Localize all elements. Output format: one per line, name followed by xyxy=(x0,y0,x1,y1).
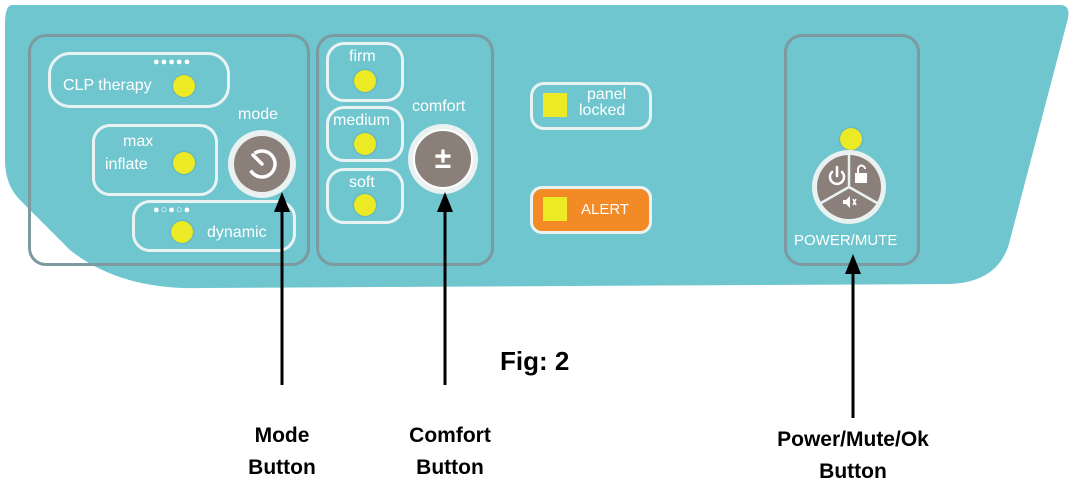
clp-therapy-led xyxy=(173,75,195,97)
power-arrow xyxy=(845,254,861,418)
clp-therapy-indicator: ●●●●● CLP therapy xyxy=(48,52,230,108)
panel-locked-label-line2: locked xyxy=(579,102,626,119)
power-status-led xyxy=(840,128,862,150)
comfort-caption-line1: Comfort xyxy=(409,424,491,447)
dynamic-indicator: ●○●○● dynamic xyxy=(132,200,296,252)
alert-led xyxy=(543,197,567,221)
comfort-group-frame xyxy=(316,34,494,266)
panel-locked-led xyxy=(543,93,567,117)
firm-led xyxy=(354,70,376,92)
max-inflate-indicator: max inflate xyxy=(92,124,218,196)
timer-icon xyxy=(247,149,277,179)
panel-locked-indicator: panel locked xyxy=(530,82,652,130)
mode-button-caption: Mode Button xyxy=(212,420,352,484)
comfort-button-caption: Comfort Button xyxy=(380,420,520,484)
dynamic-label: dynamic xyxy=(207,224,267,241)
power-lock-mute-icon xyxy=(817,155,881,219)
max-inflate-label-line1: max xyxy=(123,133,154,150)
firm-indicator: firm xyxy=(326,42,404,102)
dynamic-led xyxy=(171,221,193,243)
clp-therapy-label: CLP therapy xyxy=(63,77,152,94)
mode-button[interactable] xyxy=(228,130,296,198)
soft-led xyxy=(354,194,376,216)
medium-label: medium xyxy=(333,112,390,129)
alert-label: ALERT xyxy=(581,201,630,218)
comfort-label: comfort xyxy=(412,98,466,115)
mode-group-frame xyxy=(28,34,310,266)
comfort-button[interactable]: ± xyxy=(408,124,478,194)
medium-indicator: medium xyxy=(326,106,404,162)
firm-label: firm xyxy=(349,48,376,65)
soft-indicator: soft xyxy=(326,168,404,224)
comfort-caption-line2: Button xyxy=(416,456,484,479)
plus-minus-icon: ± xyxy=(434,142,452,175)
mode-caption-line2: Button xyxy=(248,456,316,479)
mode-arrow xyxy=(274,192,290,385)
power-button-caption: Power/Mute/Ok Button xyxy=(743,424,963,488)
alert-indicator: ALERT xyxy=(530,186,652,234)
max-inflate-led xyxy=(173,152,195,174)
control-panel xyxy=(5,5,1069,289)
medium-led xyxy=(354,133,376,155)
max-inflate-label-line2: inflate xyxy=(105,156,148,173)
power-mute-label: POWER/MUTE xyxy=(794,232,898,249)
power-caption-line1: Power/Mute/Ok xyxy=(777,428,929,451)
clp-level-dots: ●●●●● xyxy=(153,56,192,68)
dynamic-level-dots: ●○●○● xyxy=(153,204,192,216)
power-mute-button[interactable] xyxy=(812,150,886,224)
soft-label: soft xyxy=(349,174,375,191)
figure-label: Fig: 2 xyxy=(500,346,570,376)
panel-locked-label-line1: panel xyxy=(587,86,627,103)
power-caption-line2: Button xyxy=(819,460,887,483)
mode-caption-line1: Mode xyxy=(254,424,310,447)
mode-label: mode xyxy=(238,106,279,123)
comfort-arrow xyxy=(437,192,453,385)
